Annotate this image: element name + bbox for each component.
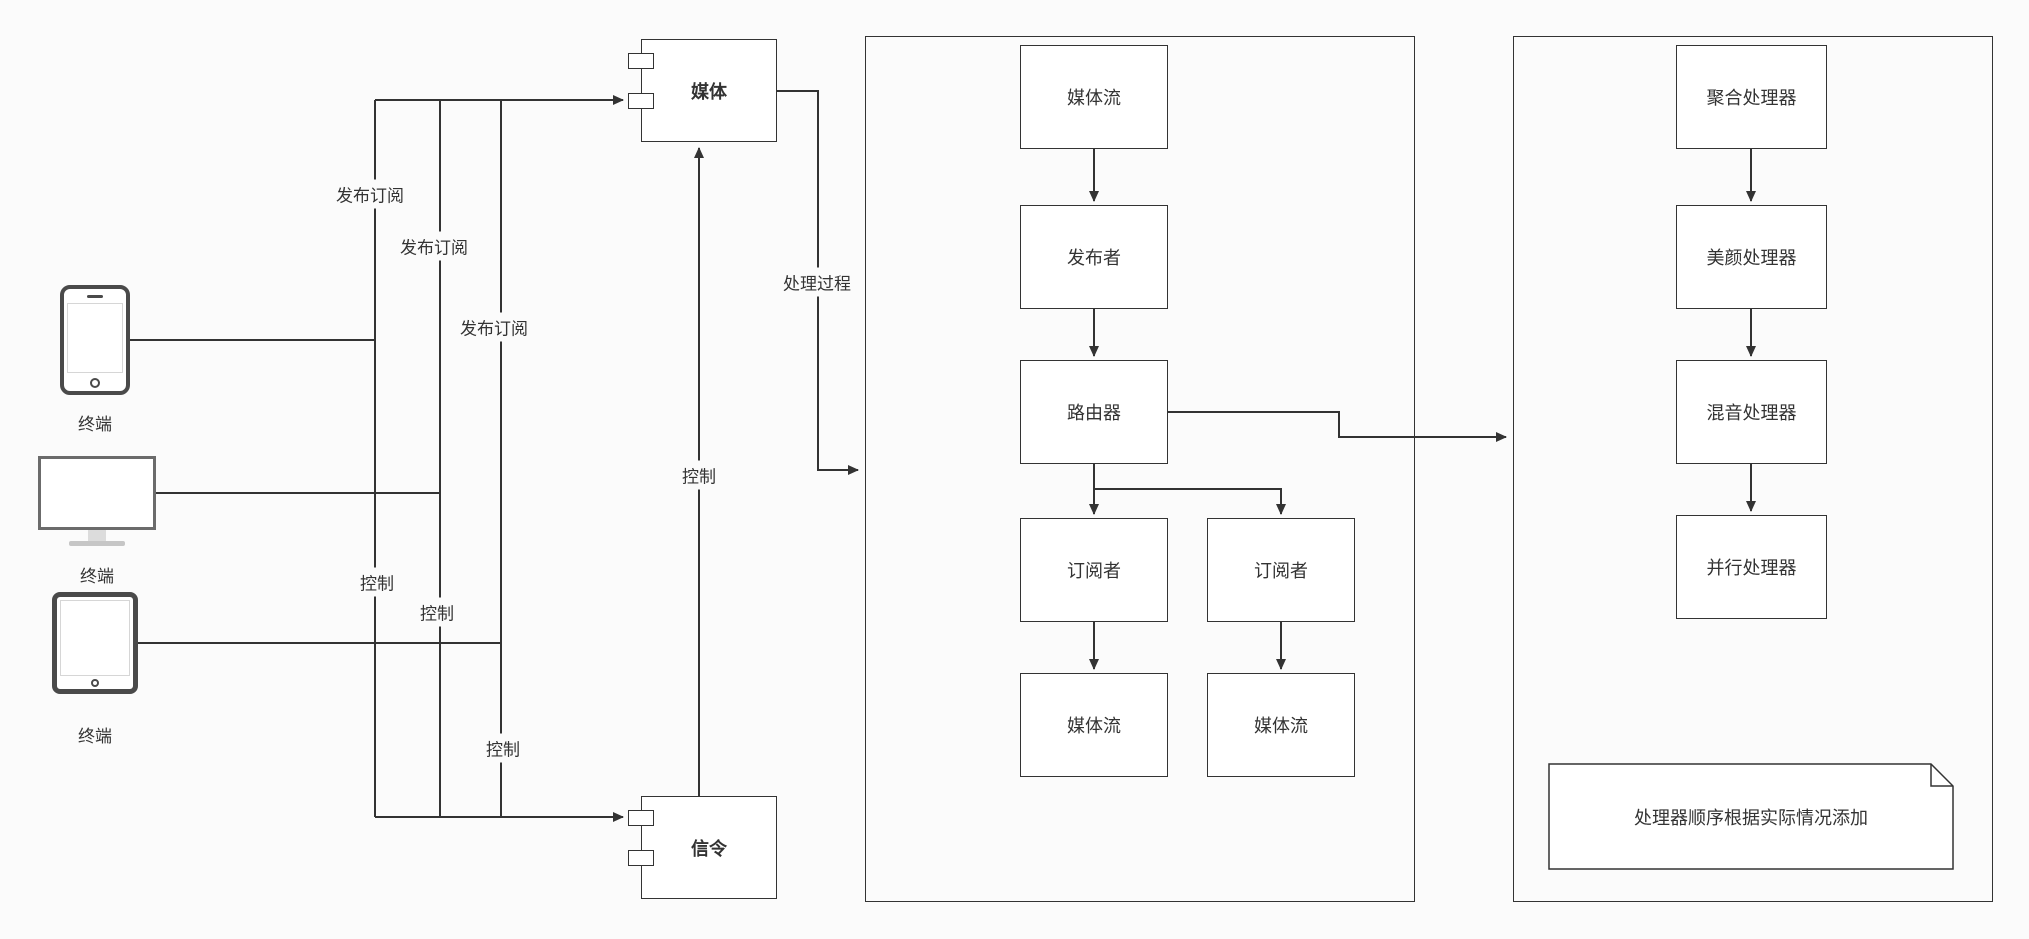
node-publisher: 发布者 [1020,205,1168,309]
note-text: 处理器顺序根据实际情况添加 [1634,807,1868,828]
node-label: 媒体流 [1254,716,1308,736]
node-label: 并行处理器 [1706,558,1797,578]
node-parallel-processor: 并行处理器 [1676,515,1827,619]
edge-label-pubsub-1: 发布订阅 [331,179,409,209]
node-label: 发布者 [1067,248,1121,268]
media-component: 媒体 [628,39,777,142]
node-label: 媒体流 [1067,716,1121,736]
phone-speaker [87,295,103,298]
edge-label-pubsub-3: 发布订阅 [455,312,533,342]
node-subscriber-left: 订阅者 [1020,518,1168,622]
edge-router-subscriber-right [1093,464,1286,515]
media-component-label: 媒体 [691,81,727,102]
edge-router-to-processors [1168,411,1507,442]
phone-screen [67,303,123,373]
monitor-icon [38,456,156,530]
node-label: 路由器 [1067,403,1121,423]
processor-container [1513,36,1993,902]
terminal-phone-label: 终端 [78,415,112,434]
signaling-component-label: 信令 [691,838,727,859]
node-media-stream-out-right: 媒体流 [1207,673,1355,777]
node-subscriber-right: 订阅者 [1207,518,1355,622]
component-port-icon [628,93,654,109]
edge-label-pubsub-2: 发布订阅 [395,231,473,261]
edge-label-process: 处理过程 [778,267,856,297]
node-media-stream-source: 媒体流 [1020,45,1168,149]
node-beauty-processor: 美颜处理器 [1676,205,1827,309]
node-label: 订阅者 [1254,561,1308,581]
node-router: 路由器 [1020,360,1168,464]
node-media-stream-out-left: 媒体流 [1020,673,1168,777]
component-port-icon [628,850,654,866]
tablet-icon [52,592,138,694]
smartphone-icon [60,285,130,395]
signaling-component: 信令 [628,796,777,899]
media-pipeline-container [865,36,1415,902]
monitor-stand [88,530,106,541]
edge-label-control-2: 控制 [415,597,459,627]
note-shape: 处理器顺序根据实际情况添加 [1548,763,1954,870]
monitor-base [69,541,125,546]
node-aggregate-processor: 聚合处理器 [1676,45,1827,149]
terminal-monitor-label: 终端 [80,567,114,586]
node-label: 订阅者 [1067,561,1121,581]
note-outline [1548,763,1954,870]
tablet-home-button [91,679,99,687]
edge-label-control-1: 控制 [355,567,399,597]
terminal-tablet-label: 终端 [78,727,112,746]
node-label: 美颜处理器 [1706,248,1797,268]
node-label: 聚合处理器 [1706,88,1797,108]
edge-label-control-signaling-media: 控制 [677,460,721,490]
component-port-icon [628,53,654,69]
tablet-screen [60,600,130,676]
node-label: 媒体流 [1067,88,1121,108]
edge-label-control-3: 控制 [481,733,525,763]
phone-home-button [90,378,100,388]
component-port-icon [628,810,654,826]
node-label: 混音处理器 [1706,403,1797,423]
node-audio-mix-processor: 混音处理器 [1676,360,1827,464]
